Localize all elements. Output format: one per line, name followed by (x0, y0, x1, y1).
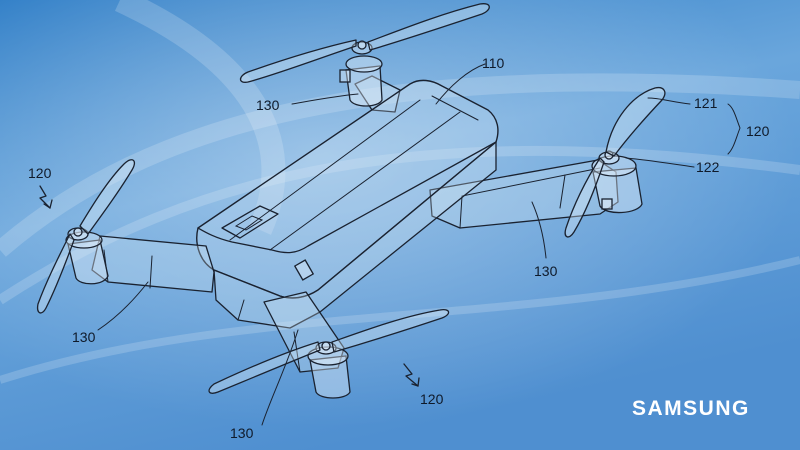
arm-left (91, 235, 215, 293)
motor-front (307, 341, 351, 399)
label-130-top: 130 (256, 97, 280, 113)
label-130-left: 130 (72, 329, 96, 345)
samsung-logo: SAMSUNG (632, 397, 750, 420)
label-120-right: 120 (746, 123, 770, 139)
label-120-left: 120 (28, 165, 52, 181)
propeller-front (208, 308, 450, 394)
background-swooshes (0, 0, 800, 380)
label-122: 122 (696, 159, 720, 175)
label-130-right: 130 (534, 263, 558, 279)
label-110: 110 (482, 55, 505, 71)
propeller-left (36, 159, 136, 314)
drone-body (196, 79, 499, 329)
motor-left (65, 227, 109, 285)
label-121: 121 (694, 95, 718, 111)
leader-lines (39, 63, 741, 426)
propeller-top (239, 3, 490, 83)
motor-top (339, 40, 383, 107)
propeller-right (564, 86, 666, 238)
label-120-bottom: 120 (420, 391, 444, 407)
label-130-bottom: 130 (230, 425, 254, 441)
